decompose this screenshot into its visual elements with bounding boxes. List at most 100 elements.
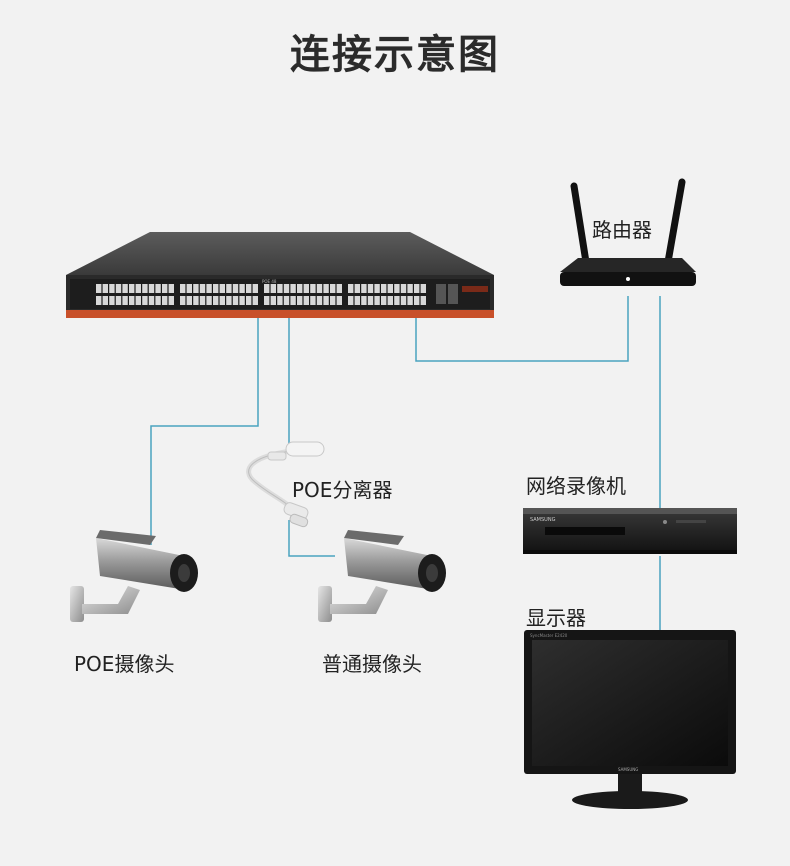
switch-port	[330, 296, 336, 305]
switch-port	[316, 296, 323, 305]
switch-port	[115, 296, 122, 305]
switch-port	[348, 284, 354, 293]
switch-port	[232, 296, 239, 305]
switch-port	[246, 284, 252, 293]
switch-port	[142, 296, 148, 305]
switch-port	[162, 284, 168, 293]
switch-port	[297, 284, 303, 293]
cable-switch-router	[415, 296, 629, 362]
switch-port	[109, 284, 115, 293]
switch-port	[387, 296, 393, 305]
switch-port	[186, 296, 192, 305]
switch-port	[135, 284, 141, 293]
cables	[150, 296, 661, 634]
poe-camera-icon	[70, 530, 198, 622]
switch-port	[122, 284, 128, 293]
switch-port	[277, 284, 283, 293]
switch-port	[323, 284, 329, 293]
switch-port	[290, 296, 296, 305]
switch-port	[414, 284, 420, 293]
switch-port	[148, 296, 155, 305]
switch-port	[206, 284, 212, 293]
switch-port	[213, 284, 219, 293]
switch-port	[264, 284, 270, 293]
switch-port	[381, 296, 387, 305]
switch-port	[394, 296, 400, 305]
switch-port	[367, 296, 374, 305]
switch-port	[135, 296, 141, 305]
switch-port	[323, 296, 329, 305]
page-title: 连接示意图	[290, 32, 500, 78]
switch-port	[129, 284, 135, 293]
monitor-icon: SyncMaster E2420 SAMSUNG	[524, 630, 736, 809]
switch-port	[239, 284, 245, 293]
switch-port	[148, 284, 155, 293]
switch-port	[283, 284, 290, 293]
nvr-brand: SAMSUNG	[530, 517, 556, 523]
switch-port	[96, 296, 102, 305]
cable-switch-poe-camera	[150, 318, 259, 545]
switch-port	[336, 284, 342, 293]
switch-port	[199, 296, 206, 305]
switch-port	[155, 296, 161, 305]
switch-port	[277, 296, 283, 305]
poe-switch-icon: POE 48	[66, 232, 494, 318]
switch-port	[414, 296, 420, 305]
poe-splitter-icon	[246, 441, 325, 528]
switch-port	[407, 296, 413, 305]
switch-port	[420, 296, 426, 305]
monitor-label: 显示器	[526, 606, 586, 630]
switch-port	[361, 284, 367, 293]
switch-port	[400, 284, 407, 293]
switch-port	[239, 296, 245, 305]
switch-port	[310, 284, 316, 293]
switch-port	[354, 296, 360, 305]
switch-port	[381, 284, 387, 293]
switch-port	[180, 296, 186, 305]
normal-camera-icon	[318, 530, 446, 622]
nvr-icon: SAMSUNG	[523, 508, 737, 554]
switch-port	[122, 296, 128, 305]
switch-port	[199, 284, 206, 293]
switch-port	[232, 284, 239, 293]
switch-port	[316, 284, 323, 293]
switch-ports	[96, 284, 426, 305]
switch-port	[155, 284, 161, 293]
switch-port	[374, 296, 380, 305]
switch-port	[387, 284, 393, 293]
switch-port	[290, 284, 296, 293]
switch-port	[361, 296, 367, 305]
switch-port	[193, 284, 199, 293]
nvr-label: 网络录像机	[526, 474, 626, 498]
monitor-model: SyncMaster E2420	[530, 633, 568, 638]
switch-port	[109, 296, 115, 305]
switch-port	[226, 284, 232, 293]
switch-port	[102, 296, 108, 305]
switch-model-label: POE 48	[262, 279, 277, 284]
switch-port	[219, 296, 225, 305]
monitor-brand: SAMSUNG	[618, 767, 638, 772]
switch-port	[283, 296, 290, 305]
switch-port	[252, 284, 258, 293]
switch-port	[252, 296, 258, 305]
switch-port	[336, 296, 342, 305]
switch-port	[264, 296, 270, 305]
normal-camera-label: 普通摄像头	[322, 652, 422, 676]
switch-port	[219, 284, 225, 293]
switch-port	[162, 296, 168, 305]
switch-port	[213, 296, 219, 305]
switch-port	[303, 284, 309, 293]
switch-port	[96, 284, 102, 293]
switch-port	[180, 284, 186, 293]
switch-port	[206, 296, 212, 305]
poe-camera-label: POE摄像头	[74, 652, 175, 676]
switch-port	[297, 296, 303, 305]
poe-splitter-label: POE分离器	[292, 478, 393, 502]
switch-port	[310, 296, 316, 305]
switch-port	[367, 284, 374, 293]
cable-splitter-camera	[288, 520, 335, 557]
switch-port	[270, 284, 276, 293]
router-label: 路由器	[592, 218, 652, 242]
